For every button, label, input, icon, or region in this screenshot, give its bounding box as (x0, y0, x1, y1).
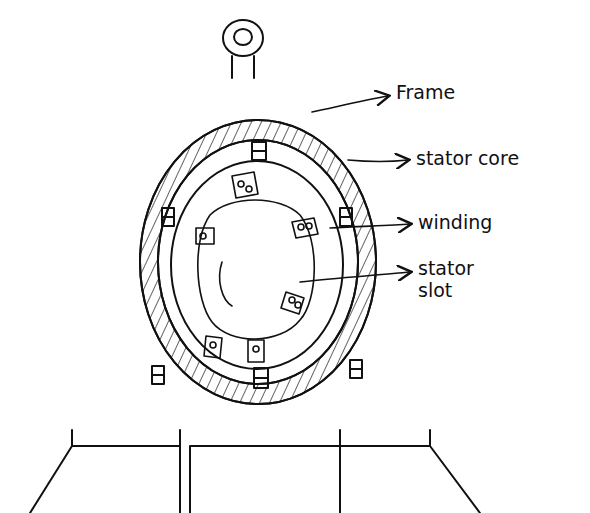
part-label: winding (418, 212, 492, 234)
part-label: stator slot (418, 258, 510, 302)
part-label: stator core (416, 148, 519, 170)
part-label: Frame (396, 82, 455, 104)
